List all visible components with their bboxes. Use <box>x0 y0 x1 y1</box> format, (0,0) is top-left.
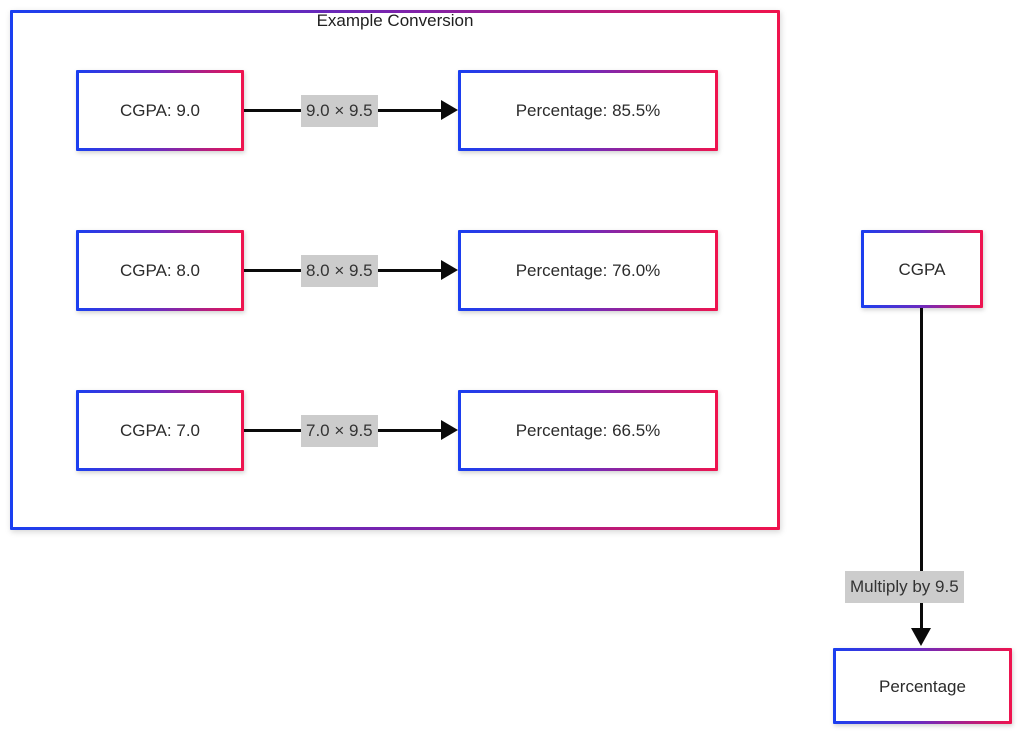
node-cgpa-8-label: CGPA: 8.0 <box>120 261 200 280</box>
node-percentage-label: Percentage <box>879 676 966 696</box>
node-percentage-85-5[interactable]: Percentage: 85.5% <box>458 70 718 151</box>
node-cgpa-7[interactable]: CGPA: 7.0 <box>76 390 244 471</box>
node-percentage-66-5[interactable]: Percentage: 66.5% <box>458 390 718 471</box>
node-cgpa-label: CGPA <box>898 259 946 279</box>
node-percentage-66-5-label: Percentage: 66.5% <box>515 421 661 440</box>
edge-label-row-1: 9.0 × 9.5 <box>301 95 378 127</box>
node-percentage-85-5-label: Percentage: 85.5% <box>515 101 661 120</box>
node-cgpa-7-label: CGPA: 7.0 <box>120 421 200 440</box>
edge-label-row-3: 7.0 × 9.5 <box>301 415 378 447</box>
edge-arrowhead-row-2 <box>441 260 458 280</box>
cluster-title: Example Conversion <box>316 11 474 30</box>
edge-arrowhead-row-1 <box>441 100 458 120</box>
edge-line-formula <box>920 308 923 633</box>
edge-label-formula: Multiply by 9.5 <box>845 571 964 603</box>
node-percentage[interactable]: Percentage <box>833 648 1012 724</box>
node-cgpa-9[interactable]: CGPA: 9.0 <box>76 70 244 151</box>
edge-label-row-2: 8.0 × 9.5 <box>301 255 378 287</box>
node-percentage-76-0[interactable]: Percentage: 76.0% <box>458 230 718 311</box>
node-cgpa-8[interactable]: CGPA: 8.0 <box>76 230 244 311</box>
edge-arrowhead-row-3 <box>441 420 458 440</box>
edge-arrowhead-formula <box>911 628 931 646</box>
node-percentage-76-0-label: Percentage: 76.0% <box>515 261 661 280</box>
node-cgpa-9-label: CGPA: 9.0 <box>120 101 200 120</box>
node-cgpa[interactable]: CGPA <box>861 230 983 308</box>
